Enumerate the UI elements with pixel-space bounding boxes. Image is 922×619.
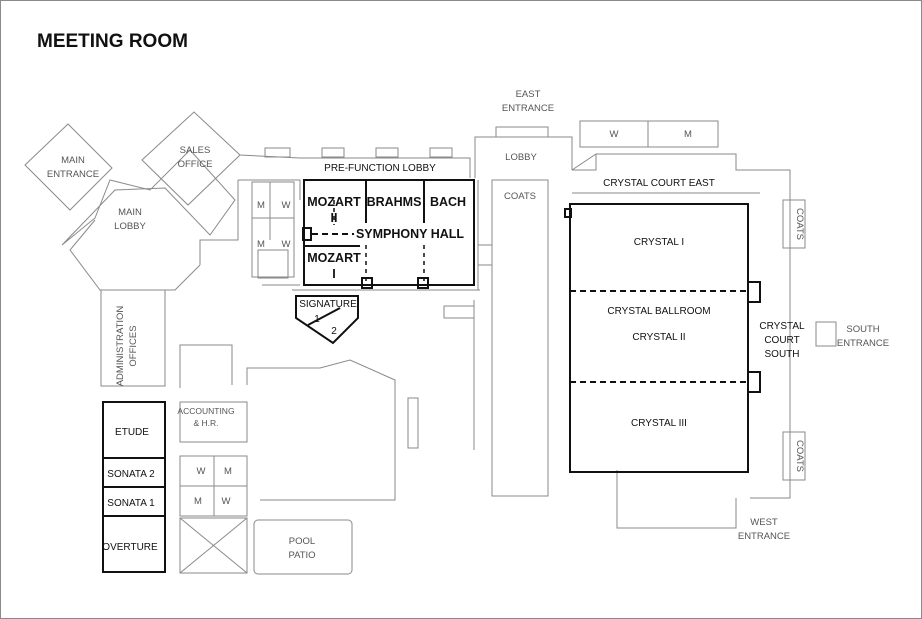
label-crystal-i: CRYSTAL I: [634, 237, 684, 248]
restroom-w-east: W: [610, 129, 619, 140]
label-coats-right-top: COATS: [794, 208, 805, 240]
east-lobby-area: [407, 126, 573, 497]
label-mozart-i-2: I: [332, 267, 335, 281]
page-title: MEETING ROOM: [37, 31, 188, 52]
restroom-m-west-1: M: [224, 466, 232, 477]
label-mozart-i-1: MOZART: [307, 251, 361, 265]
label-sonata-1: SONATA 1: [107, 498, 155, 509]
label-signature-1: 1: [314, 314, 320, 325]
restroom-w-west-2: W: [222, 496, 231, 507]
label-main-lobby-1: MAIN: [118, 207, 142, 218]
label-symphony-hall: SYMPHONY HALL: [356, 227, 464, 241]
label-sales-office-2: OFFICE: [178, 159, 213, 170]
restroom-w-1: W: [282, 200, 291, 211]
label-sales-office-1: SALES: [180, 145, 211, 156]
label-mozart-ii-2: II: [331, 211, 338, 225]
restroom-m-east: M: [684, 129, 692, 140]
restroom-w-west-1: W: [197, 466, 206, 477]
crystal-court-east-area: [571, 120, 837, 529]
label-west-entrance-2: ENTRANCE: [738, 531, 790, 542]
label-main-entrance-1: MAIN: [61, 155, 85, 166]
label-sonata-2: SONATA 2: [107, 469, 155, 480]
west-wing: [100, 289, 396, 575]
label-signature: SIGNATURE: [299, 299, 357, 310]
label-crystal-court-south-2: COURT: [764, 335, 799, 346]
label-etude: ETUDE: [115, 427, 149, 438]
label-mozart-ii-1: MOZART: [307, 195, 361, 209]
label-crystal-court-east: CRYSTAL COURT EAST: [603, 178, 715, 189]
label-overture: OVERTURE: [102, 542, 158, 553]
restroom-w-2: W: [282, 239, 291, 250]
label-west-entrance-1: WEST: [750, 517, 778, 528]
svg-text:ACCOUNTING& H.R.: ACCOUNTING & H.R.: [177, 406, 234, 428]
symphony-hall-block: [292, 179, 480, 291]
label-pre-function-lobby: PRE-FUNCTION LOBBY: [324, 163, 436, 174]
label-crystal-court-south-1: CRYSTAL: [759, 321, 805, 332]
label-east-entrance-2: ENTRANCE: [502, 103, 554, 114]
label-lobby: LOBBY: [505, 152, 537, 163]
label-administration-offices-1: ADMINISTRATION: [115, 306, 126, 387]
label-crystal-iii: CRYSTAL III: [631, 418, 687, 429]
label-main-entrance-2: ENTRANCE: [47, 169, 99, 180]
main-lobby-wing: [24, 111, 471, 291]
label-south-entrance-2: ENTRANCE: [837, 338, 889, 349]
label-crystal-ii: CRYSTAL II: [632, 332, 685, 343]
label-administration-offices-2: OFFICES: [128, 325, 139, 366]
label-signature-2: 2: [331, 326, 337, 337]
restroom-m-west-2: M: [194, 496, 202, 507]
label-east-entrance-1: EAST: [516, 89, 541, 100]
label-pool-patio-2: PATIO: [288, 550, 315, 561]
label-accounting-1: ACCOUNTING: [177, 406, 234, 416]
small-meeting-rooms: [102, 401, 166, 573]
label-bach: BACH: [430, 195, 466, 209]
label-crystal-ballroom: CRYSTAL BALLROOM: [607, 306, 710, 317]
label-coats-center: COATS: [504, 191, 536, 202]
signature-rooms: [295, 295, 359, 345]
label-south-entrance-1: SOUTH: [846, 324, 879, 335]
label-accounting-2: & H.R.: [193, 418, 218, 428]
restroom-m-2: M: [257, 239, 265, 250]
crystal-ballroom-block: [564, 203, 761, 473]
label-brahms: BRAHMS: [367, 195, 422, 209]
restroom-m-1: M: [257, 200, 265, 211]
label-crystal-court-south-3: SOUTH: [765, 349, 800, 360]
label-coats-right-bottom: COATS: [794, 440, 805, 472]
label-main-lobby-2: LOBBY: [114, 221, 146, 232]
label-pool-patio-1: POOL: [289, 536, 315, 547]
